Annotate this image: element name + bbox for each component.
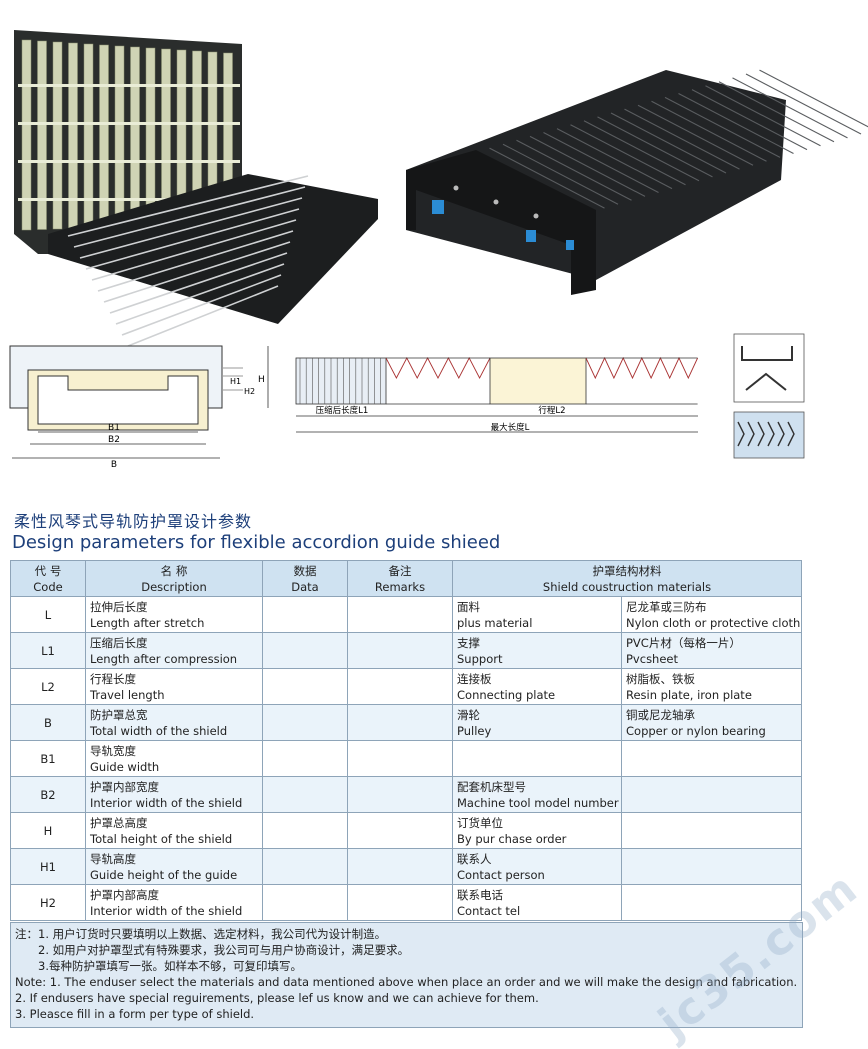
- cell-data-blank[interactable]: [263, 777, 348, 813]
- cell-material-value: [622, 777, 802, 813]
- product-photo-vertical-shield: [8, 24, 380, 314]
- cell-material-value: [622, 849, 802, 885]
- label-l2: 行程L2: [538, 405, 565, 416]
- note-line: 2. If endusers have special reguirements…: [15, 990, 798, 1006]
- note-line: Note: 1. The enduser select the material…: [15, 974, 798, 990]
- label-b: B: [111, 460, 117, 470]
- label-b1: B1: [108, 423, 120, 433]
- cell-remarks-blank[interactable]: [348, 741, 453, 777]
- cell-remarks-blank[interactable]: [348, 633, 453, 669]
- cell-data-blank[interactable]: [263, 741, 348, 777]
- cell-code: L2: [11, 669, 86, 705]
- notes-section: 注：1. 用户订货时只要填明以上数据、选定材料，我公司代为设计制造。 2. 如用…: [10, 922, 803, 1028]
- title-chinese: 柔性风琴式导轨防护罩设计参数: [14, 508, 252, 532]
- cross-section-diagram: B1 B2 B H1 H2 H: [8, 340, 288, 472]
- cell-remarks-blank[interactable]: [348, 777, 453, 813]
- cell-remarks-blank[interactable]: [348, 705, 453, 741]
- cell-code: H2: [11, 885, 86, 921]
- cell-data-blank[interactable]: [263, 669, 348, 705]
- label-b2: B2: [108, 435, 120, 445]
- title-english: Design parameters for flexible accordion…: [12, 532, 500, 553]
- cell-remarks-blank[interactable]: [348, 669, 453, 705]
- product-photo-horizontal-shield: [396, 60, 796, 300]
- note-line: 2. 如用户对护罩型式有特殊要求，我公司可与用户协商设计，满足要求。: [15, 942, 798, 958]
- cell-code: L: [11, 597, 86, 633]
- cell-code: L1: [11, 633, 86, 669]
- note-line: 注：1. 用户订货时只要填明以上数据、选定材料，我公司代为设计制造。: [15, 926, 798, 942]
- cell-code: H1: [11, 849, 86, 885]
- cell-code: H: [11, 813, 86, 849]
- cell-data-blank[interactable]: [263, 849, 348, 885]
- cell-data-blank[interactable]: [263, 813, 348, 849]
- note-line: 3. Pleasce fill in a form per type of sh…: [15, 1006, 798, 1022]
- note-line: 3.每种防护罩填写一张。如样本不够，可复印填写。: [15, 958, 798, 974]
- cell-remarks-blank[interactable]: [348, 813, 453, 849]
- cell-code: B1: [11, 741, 86, 777]
- longitudinal-diagram: 压缩后长度L1 行程L2 最大长度L: [290, 344, 710, 454]
- profile-detail-diagram: [726, 330, 810, 465]
- cell-code: B: [11, 705, 86, 741]
- cell-data-blank[interactable]: [263, 885, 348, 921]
- cell-remarks-blank[interactable]: [348, 597, 453, 633]
- cell-material-value: [622, 885, 802, 921]
- label-h: H: [258, 375, 265, 385]
- label-h1: H1: [230, 377, 241, 386]
- cell-data-blank[interactable]: [263, 597, 348, 633]
- label-h2: H2: [244, 387, 255, 396]
- label-l1: 压缩后长度L1: [316, 405, 369, 416]
- cell-remarks-blank[interactable]: [348, 849, 453, 885]
- cell-material-name: [453, 741, 622, 777]
- cell-code: B2: [11, 777, 86, 813]
- cell-material-value: PVC片材（每格一片）Pvcsheet: [622, 633, 802, 669]
- cell-data-blank[interactable]: [263, 633, 348, 669]
- cell-remarks-blank[interactable]: [348, 885, 453, 921]
- label-l: 最大长度L: [491, 422, 530, 433]
- cell-data-blank[interactable]: [263, 705, 348, 741]
- cell-material-value: [622, 741, 802, 777]
- cell-material-value: [622, 813, 802, 849]
